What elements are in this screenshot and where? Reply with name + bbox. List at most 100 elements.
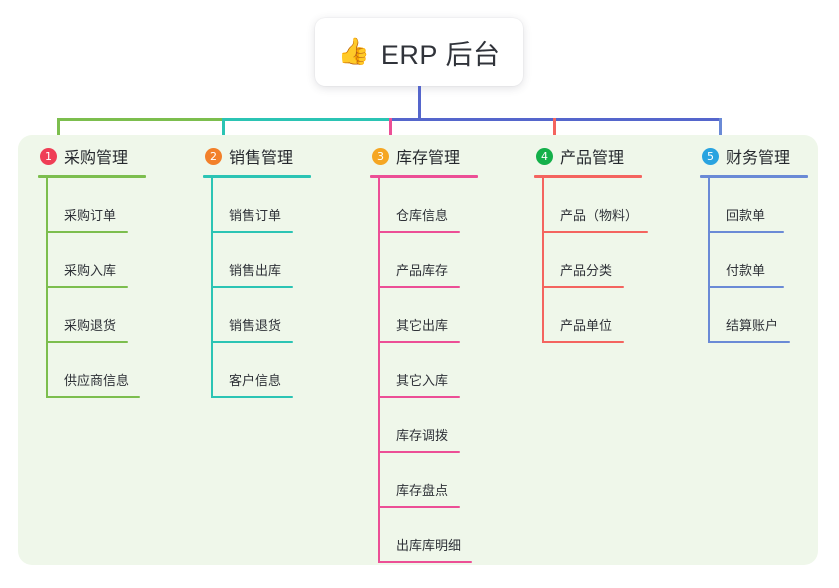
branch-item-label: 销售退货 [229, 318, 282, 333]
diagram-panel [18, 135, 818, 565]
branch-item-label: 采购退货 [64, 318, 117, 333]
branch-item[interactable]: 采购退货 [38, 288, 146, 343]
branch-spine-2 [211, 178, 213, 398]
branch-header-1[interactable]: 1 采购管理 [38, 144, 146, 168]
root-stem [417, 86, 421, 120]
branch-item[interactable]: 产品单位 [534, 288, 642, 343]
branch-item[interactable]: 产品（物料） [534, 178, 648, 233]
branch-item-list-4: 产品（物料） 产品分类产品单位 [534, 178, 648, 343]
branch-item[interactable]: 库存调拨 [370, 398, 478, 453]
branch-spine-1 [46, 178, 48, 398]
branch-item-list-5: 回款单付款单结算账户 [700, 178, 808, 343]
branch-item-underline [211, 341, 293, 343]
branch-drop-1 [56, 118, 60, 142]
branch-item-label: 产品分类 [560, 263, 613, 278]
branch-item-label: 其它出库 [396, 318, 449, 333]
branch-item[interactable]: 出库库明细 [370, 508, 478, 563]
branch-item-label: 采购订单 [64, 208, 117, 223]
root-node[interactable]: 👍 ERP 后台 [315, 18, 523, 86]
branch-item[interactable]: 回款单 [700, 178, 808, 233]
branch-column-3: 3 库存管理仓库信息产品库存其它出库其它入库库存调拨库存盘点出库库明细 [370, 144, 478, 563]
branch-item[interactable]: 销售出库 [203, 233, 311, 288]
branch-item-underline [542, 231, 648, 233]
branch-item-label: 产品单位 [560, 318, 613, 333]
branch-underline-3 [370, 175, 478, 178]
branch-spine-3 [378, 178, 380, 563]
branch-title-3: 库存管理 [396, 150, 461, 167]
branch-item[interactable]: 产品库存 [370, 233, 478, 288]
branch-item-underline [46, 231, 128, 233]
branch-item-label: 回款单 [726, 208, 766, 223]
branch-title-2: 销售管理 [229, 150, 294, 167]
branch-header-2[interactable]: 2 销售管理 [203, 144, 311, 168]
branch-item-underline [378, 561, 472, 563]
branch-badge-1: 1 [40, 147, 57, 165]
root-title: ERP 后台 [380, 39, 501, 70]
branch-item[interactable]: 销售订单 [203, 178, 311, 233]
branch-item-list-1: 采购订单采购入库采购退货供应商信息 [38, 178, 146, 398]
branch-item-underline [211, 396, 293, 398]
branch-item-underline [378, 286, 460, 288]
branch-item-label: 采购入库 [64, 263, 117, 278]
branch-item-underline [46, 396, 140, 398]
branch-item-label: 库存盘点 [396, 483, 449, 498]
branch-item-list-2: 销售订单销售出库销售退货客户信息 [203, 178, 311, 398]
branch-item[interactable]: 付款单 [700, 233, 808, 288]
branch-column-2: 2 销售管理销售订单销售出库销售退货客户信息 [203, 144, 311, 398]
branch-badge-3: 3 [372, 147, 389, 165]
root-node-content: 👍 ERP 后台 [338, 33, 501, 72]
branch-column-5: 5 财务管理回款单付款单结算账户 [700, 144, 808, 343]
branch-item[interactable]: 客户信息 [203, 343, 311, 398]
bus-segment-4 [552, 118, 722, 121]
branch-item[interactable]: 采购订单 [38, 178, 146, 233]
branch-item-underline [378, 396, 460, 398]
branch-item[interactable]: 销售退货 [203, 288, 311, 343]
branch-item-underline [542, 286, 624, 288]
bus-segment-3 [388, 118, 556, 121]
bus-segment-1 [56, 118, 225, 121]
branch-item[interactable]: 结算账户 [700, 288, 808, 343]
branch-underline-5 [700, 175, 808, 178]
branch-item-underline [378, 451, 460, 453]
branch-item[interactable]: 采购入库 [38, 233, 146, 288]
branch-item-label: 仓库信息 [396, 208, 449, 223]
branch-item-label: 供应商信息 [64, 373, 130, 388]
branch-item-label: 出库库明细 [396, 538, 462, 553]
branch-badge-2: 2 [205, 147, 222, 165]
branch-item[interactable]: 产品分类 [534, 233, 642, 288]
branch-item-underline [708, 341, 790, 343]
branch-item-underline [211, 231, 293, 233]
branch-header-5[interactable]: 5 财务管理 [700, 144, 808, 168]
branch-item-label: 结算账户 [726, 318, 779, 333]
branch-item-underline [708, 231, 784, 233]
branch-item-underline [378, 231, 460, 233]
branch-item-underline [378, 341, 460, 343]
branch-item-underline [378, 506, 460, 508]
branch-title-1: 采购管理 [64, 150, 129, 167]
branch-item[interactable]: 库存盘点 [370, 453, 478, 508]
branch-spine-4 [542, 178, 544, 343]
branch-title-5: 财务管理 [726, 150, 791, 167]
branch-item[interactable]: 其它出库 [370, 288, 478, 343]
branch-item-underline [542, 341, 624, 343]
branch-underline-2 [203, 175, 311, 178]
branch-item[interactable]: 供应商信息 [38, 343, 146, 398]
branch-item-underline [46, 341, 128, 343]
branch-item-label: 产品（物料） [560, 208, 639, 223]
branch-item-label: 产品库存 [396, 263, 449, 278]
branch-item-underline [46, 286, 128, 288]
branch-item[interactable]: 其它入库 [370, 343, 478, 398]
branch-badge-5: 5 [702, 147, 719, 165]
branch-spine-5 [708, 178, 710, 343]
branch-item[interactable]: 仓库信息 [370, 178, 478, 233]
branch-drop-3 [388, 118, 392, 142]
branch-item-label: 客户信息 [229, 373, 282, 388]
branch-item-label: 付款单 [726, 263, 766, 278]
branch-drop-4 [552, 118, 556, 142]
branch-badge-4: 4 [536, 147, 553, 165]
branch-underline-1 [38, 175, 146, 178]
branch-header-3[interactable]: 3 库存管理 [370, 144, 478, 168]
branch-underline-4 [534, 175, 642, 178]
